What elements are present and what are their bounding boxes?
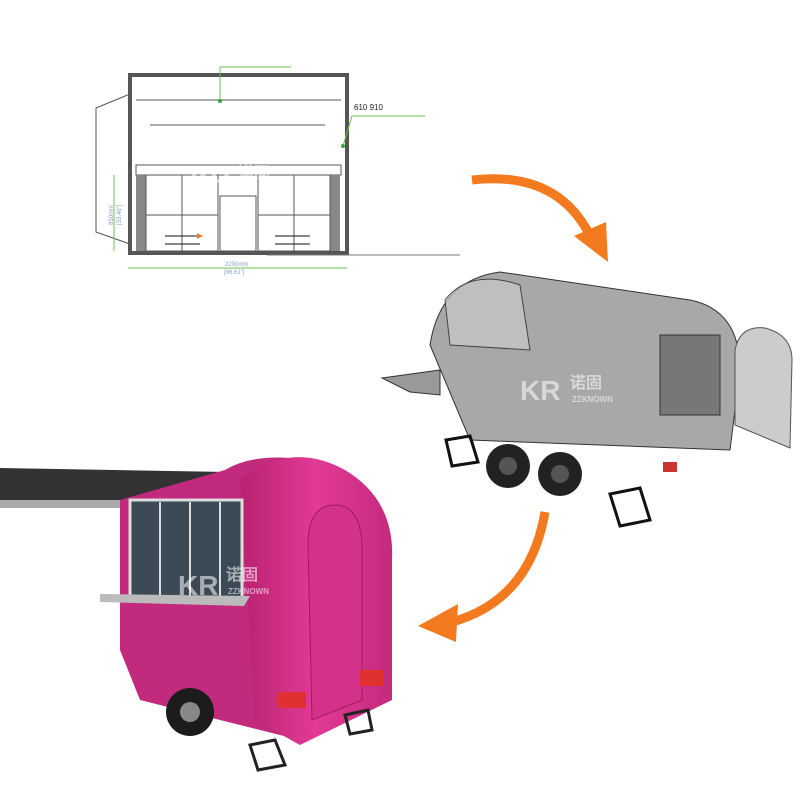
drawing-frame — [128, 73, 349, 255]
trailer-door — [307, 504, 363, 721]
watermark-logo-photo: KR — [178, 570, 218, 601]
svg-text:诺固: 诺固 — [238, 163, 270, 182]
arrow-right-down — [471, 174, 597, 242]
watermark-logos: KR 诺固 KR 诺固 ZZKNOWN KR 诺固 ZZKNOWN — [178, 163, 613, 601]
drawing-label: 610 910 — [354, 103, 383, 112]
height-dimension-inch: [33.46"] — [117, 204, 123, 225]
width-dimension-inch: [86.61"] — [224, 270, 245, 276]
height-dimension: 850mm — [109, 205, 115, 225]
svg-text:ZZKNOWN: ZZKNOWN — [228, 587, 269, 596]
svg-text:诺固: 诺固 — [226, 565, 258, 584]
technical-drawing: 610 910 850mm [33.46"] 2200mm [86.61"] — [95, 66, 460, 276]
width-dimension: 2200mm — [225, 262, 248, 268]
watermark-logo-drawing: KR — [190, 165, 230, 196]
pink-food-trailer — [0, 457, 393, 772]
svg-text:ZZKNOWN: ZZKNOWN — [572, 395, 613, 404]
model-door — [734, 327, 793, 449]
open-door — [95, 93, 131, 245]
arrow-left-down — [450, 511, 550, 627]
trailer-3d-model — [380, 271, 793, 528]
svg-text:诺固: 诺固 — [570, 373, 602, 392]
watermark-logo-model: KR — [520, 375, 560, 406]
service-window — [128, 498, 244, 602]
